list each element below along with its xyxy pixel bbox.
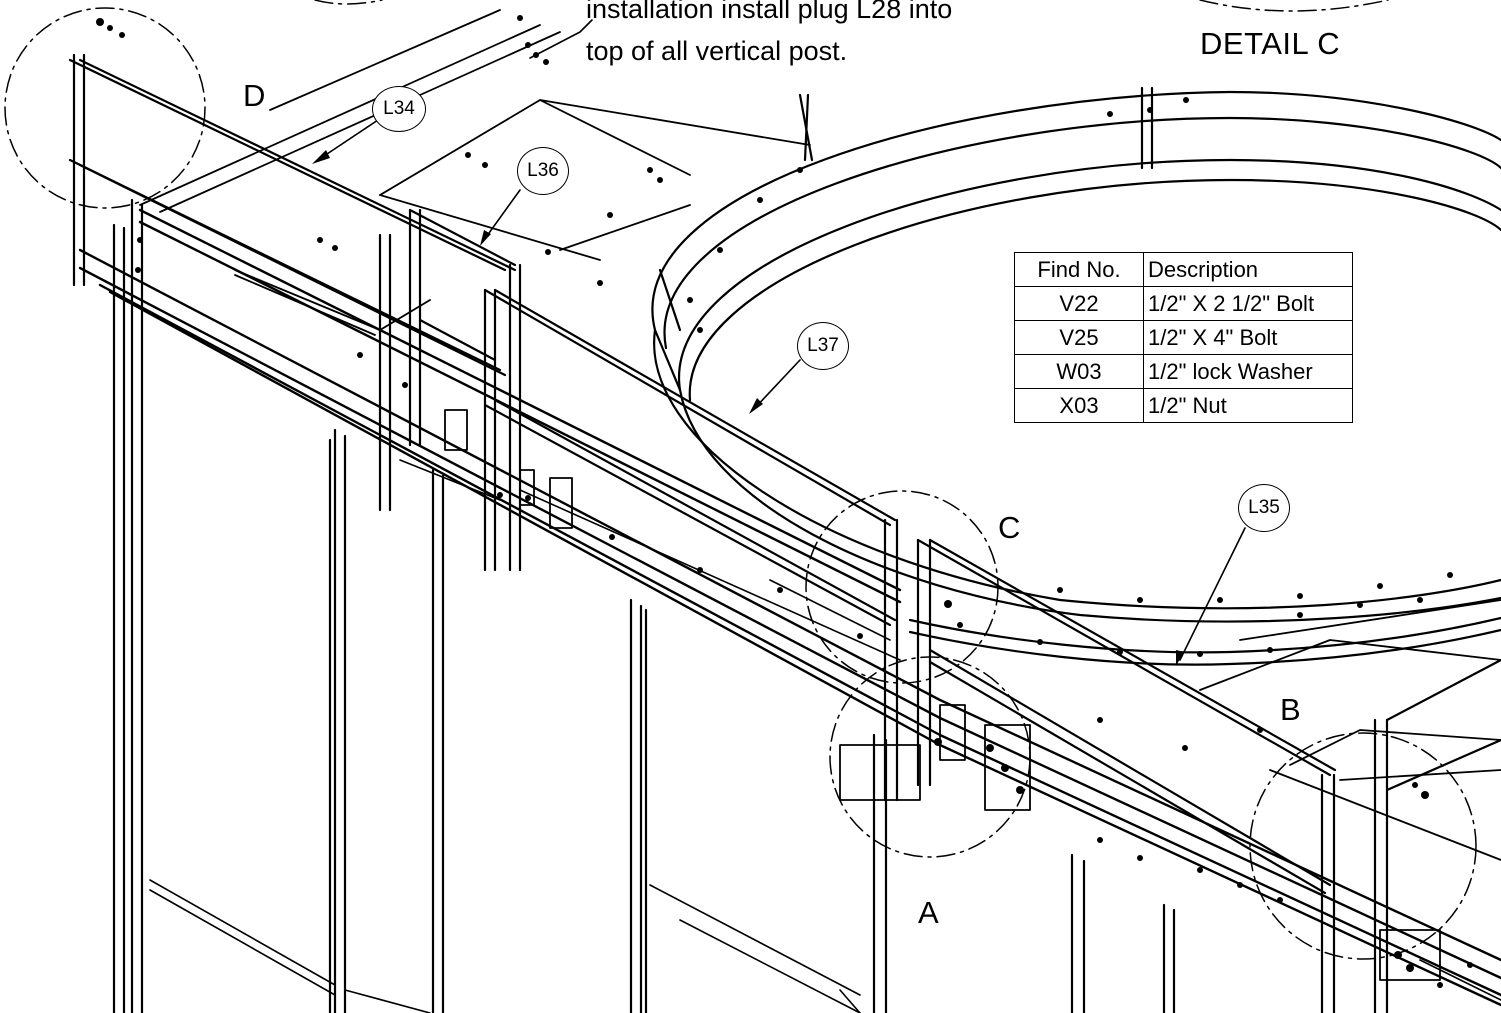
parts-table-header-row: Find No. Description (1014, 252, 1353, 287)
wall-panels (149, 459, 901, 1013)
detail-c-title: DETAIL C (1200, 26, 1341, 61)
leader-l36 (483, 189, 521, 241)
arrowheads (312, 150, 1184, 666)
header-find-no: Find No. (1014, 252, 1144, 287)
detail-circles (4, 0, 1477, 960)
header-description: Description (1143, 252, 1353, 287)
find-no-cell: W03 (1014, 354, 1144, 389)
leader-lines (317, 19, 1501, 1001)
installation-note-line-2: top of all vertical post. (586, 36, 848, 66)
leader-l34 (317, 119, 379, 161)
leader-l35 (1179, 527, 1246, 661)
detail-label-d: D (243, 78, 266, 113)
detail-label-b: B (1280, 692, 1301, 727)
top-left-cut-circle (314, 0, 383, 5)
find-no-cell: V25 (1014, 320, 1144, 355)
find-no-cell: V22 (1014, 286, 1144, 321)
detail-circle-d (4, 7, 206, 209)
table-row: V22 1/2" X 2 1/2" Bolt (1014, 286, 1353, 321)
installation-note-line-1: installation install plug L28 into (586, 0, 953, 24)
handrail (68, 58, 1501, 1013)
fasteners (96, 15, 1473, 988)
description-cell: 1/2" X 4" Bolt (1143, 320, 1353, 355)
table-row: W03 1/2" lock Washer (1014, 354, 1353, 389)
parts-table: Find No. Description V22 1/2" X 2 1/2" B… (1014, 252, 1353, 423)
table-row: X03 1/2" Nut (1014, 388, 1353, 423)
callout-l34: L34 (372, 86, 426, 132)
detail-c-view-circle (1199, 0, 1389, 12)
table-row: V25 1/2" X 4" Bolt (1014, 320, 1353, 355)
fan-cylinder (651, 86, 1501, 666)
callout-l35: L35 (1238, 484, 1290, 532)
find-no-cell: X03 (1014, 388, 1144, 423)
leader-right-edge (1419, 959, 1501, 1001)
detail-label-a: A (918, 895, 939, 930)
detail-circle-b (1249, 732, 1477, 960)
callout-l36: L36 (517, 147, 569, 195)
description-cell: 1/2" Nut (1143, 388, 1353, 423)
description-cell: 1/2" lock Washer (1143, 354, 1353, 389)
leader-l37 (752, 359, 801, 411)
description-cell: 1/2" X 2 1/2" Bolt (1143, 286, 1353, 321)
leader-note (529, 19, 593, 59)
callout-l37: L37 (797, 322, 849, 370)
vertical-posts (72, 53, 1176, 1013)
detail-label-c: C (998, 510, 1021, 545)
brackets (444, 409, 1441, 981)
